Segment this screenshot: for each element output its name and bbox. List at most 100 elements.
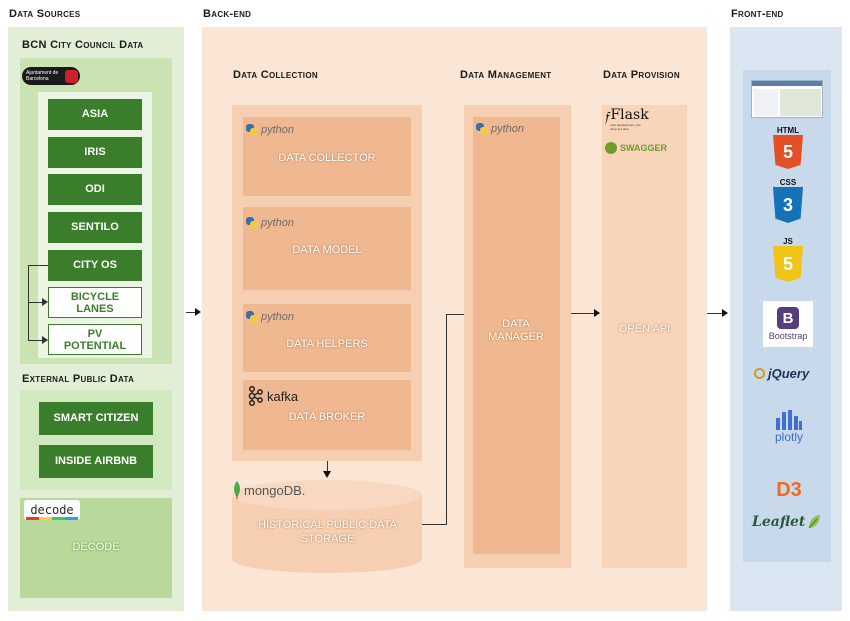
data-manager-label: DATA MANAGER <box>488 318 544 343</box>
source-city-os: CITY OS <box>48 250 142 281</box>
js-label: JS <box>783 237 793 246</box>
data-model-box <box>243 207 411 290</box>
thumbnail-map <box>780 89 821 116</box>
leaflet-logo: Leaflet <box>752 514 821 530</box>
python-logo: python <box>476 123 524 135</box>
mongodb-leaf-icon <box>234 481 240 499</box>
data-broker-box <box>243 380 411 450</box>
source-asia: ASIA <box>48 99 142 130</box>
provision-panel <box>602 105 687 568</box>
kafka-icon <box>248 386 263 406</box>
flask-horn-icon: 𝔣 <box>604 108 609 126</box>
connector-line <box>446 314 468 315</box>
open-api-label: OPEN API <box>618 323 671 335</box>
bootstrap-label: Bootstrap <box>768 331 808 341</box>
connector-line <box>707 313 723 314</box>
swagger-logo: SWAGGER <box>605 142 667 154</box>
flask-tagline: web development, one drop at a time <box>610 123 641 131</box>
jquery-label: jQuery <box>768 366 810 381</box>
plotly-bars-icon <box>776 410 802 430</box>
python-icon <box>246 311 258 323</box>
connector-line <box>28 302 42 303</box>
python-label: python <box>261 124 295 136</box>
connector-line <box>446 314 447 525</box>
python-label: python <box>261 311 295 323</box>
connector-line <box>571 313 595 314</box>
decode-logo: decode <box>24 500 80 520</box>
js-shield-icon: 5 <box>773 246 803 282</box>
barcelona-shield-icon <box>65 69 78 83</box>
html5-label: HTML <box>776 126 800 135</box>
source-bicycle-lanes: BICYCLE LANES <box>48 287 142 318</box>
source-pv-potential: PV POTENTIAL <box>48 324 142 355</box>
connector-line <box>422 524 447 525</box>
collection-title: Data Collection <box>233 69 318 81</box>
app-screenshot-thumbnail <box>751 80 823 118</box>
storage-cylinder-bottom <box>232 545 422 573</box>
css3-number: 3 <box>782 194 793 215</box>
storage-label: HISTORICAL PUBLIC DATA STORAGE <box>258 519 397 545</box>
external-title: External Public Data <box>22 373 135 385</box>
arrow-head-icon <box>594 309 600 317</box>
arrow-head-icon <box>42 298 48 306</box>
barcelona-logo: Ajuntament de Barcelona <box>22 67 80 85</box>
arrow-head-icon <box>323 471 331 478</box>
connector-line <box>186 312 196 313</box>
html5-shield-icon: 5 <box>773 135 803 169</box>
header-data-sources: Data Sources <box>9 8 81 20</box>
python-label: python <box>491 123 525 135</box>
html5-number: 5 <box>782 141 793 162</box>
bcn-title: BCN City Council Data <box>22 39 144 51</box>
plotly-label: plotly <box>774 430 803 444</box>
swagger-label: SWAGGER <box>620 143 668 153</box>
swagger-icon <box>605 142 617 154</box>
source-odi: ODI <box>48 174 142 205</box>
source-iris: IRIS <box>48 137 142 168</box>
arrow-head-icon <box>42 336 48 344</box>
arrow-head-icon <box>722 309 728 317</box>
flask-label: Flask <box>610 107 649 123</box>
thumbnail-sidebar <box>754 89 778 116</box>
python-logo: python <box>246 217 294 229</box>
kafka-logo: kafka <box>246 386 298 406</box>
python-logo: python <box>246 311 294 323</box>
data-collector-label: DATA COLLECTOR <box>278 152 376 164</box>
header-front-end: Front-end <box>731 8 784 20</box>
html5-logo: HTML 5 <box>771 126 805 169</box>
connector-line <box>28 340 42 341</box>
kafka-label: kafka <box>267 388 299 404</box>
css3-label: CSS <box>779 178 797 187</box>
decode-label: DECODE <box>72 541 120 553</box>
header-back-end: Back-end <box>203 8 252 20</box>
arrow-head-icon <box>195 308 201 316</box>
js-number: 5 <box>782 253 793 274</box>
bootstrap-letter: B <box>782 309 794 327</box>
jquery-logo: jQuery <box>754 366 809 381</box>
python-icon <box>246 124 258 136</box>
python-label: python <box>261 217 295 229</box>
bootstrap-icon: B <box>777 307 799 329</box>
decode-logo-stripe <box>26 517 78 520</box>
connector-line <box>28 265 48 266</box>
connector-line <box>327 461 328 472</box>
data-model-label: DATA MODEL <box>292 244 362 256</box>
source-sentilo: SENTILO <box>48 212 142 243</box>
data-helpers-box <box>243 304 411 372</box>
python-icon <box>246 217 258 229</box>
leaflet-label: Leaflet <box>752 514 806 530</box>
bootstrap-logo: B Bootstrap <box>763 301 813 347</box>
css3-shield-icon: 3 <box>773 187 803 223</box>
provision-title: Data Provision <box>603 69 680 81</box>
management-title: Data Management <box>460 69 552 81</box>
python-logo: python <box>246 124 294 136</box>
plotly-logo: plotly <box>768 410 810 444</box>
css3-logo: CSS 3 <box>771 178 805 223</box>
python-icon <box>476 123 488 135</box>
barcelona-logo-text: Ajuntament de Barcelona <box>26 70 59 82</box>
jquery-icon <box>754 368 765 379</box>
js-logo: JS 5 <box>771 237 805 282</box>
leaflet-leaf-icon <box>809 515 821 529</box>
data-broker-label: DATA BROKER <box>288 411 366 423</box>
source-smart-citizen: SMART CITIZEN <box>39 402 153 435</box>
thumbnail-header <box>752 81 822 86</box>
